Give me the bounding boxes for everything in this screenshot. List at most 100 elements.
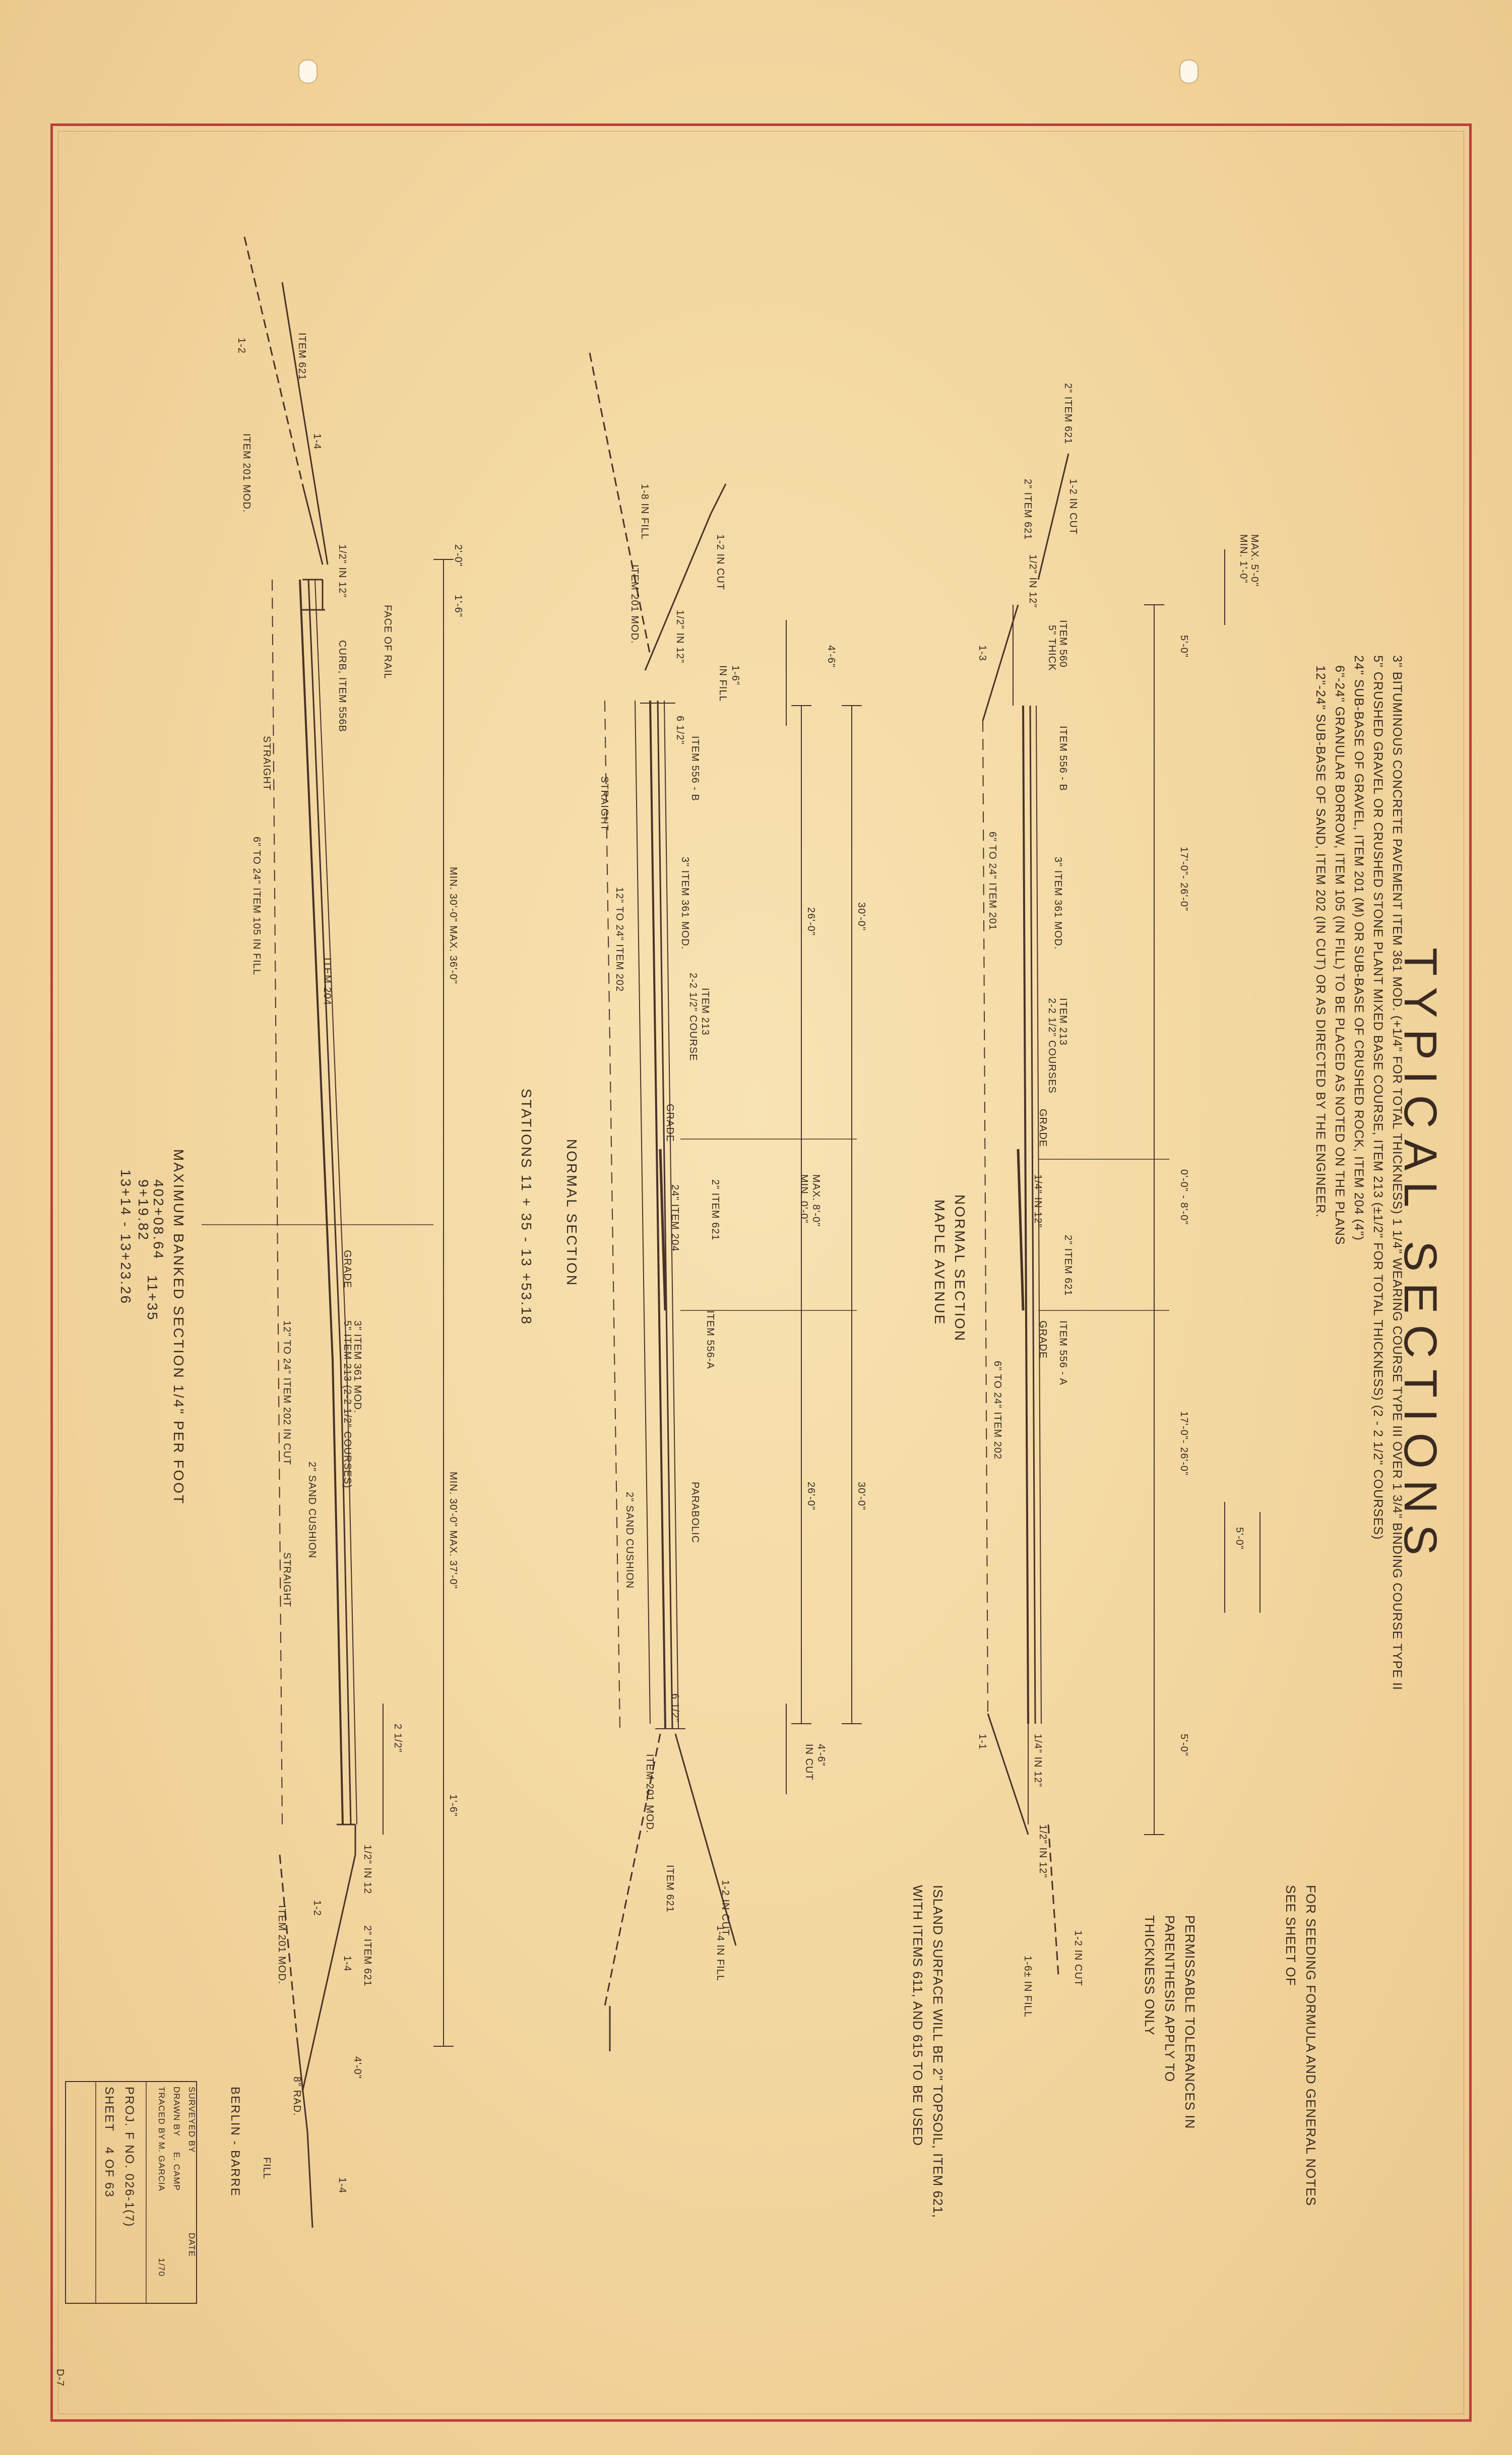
tb-traced-label: TRACED BY xyxy=(157,2087,166,2141)
tb-surveyed-label: SURVEYED BY xyxy=(187,2087,197,2153)
maple-label: ITEM 560 xyxy=(1057,620,1068,668)
maple-label: 6" TO 24" ITEM 202 xyxy=(992,1361,1003,1460)
tb-proj-label: PROJ. xyxy=(122,2087,136,2127)
tb-sheet-label: SHEET xyxy=(102,2087,116,2132)
note-seeding: SEE SHEET OF xyxy=(1283,1885,1298,1986)
banked-label: 1/2" IN 12 xyxy=(362,1845,373,1895)
stations-label: 6 1/2" xyxy=(669,1693,680,1723)
maple-label: GRADE xyxy=(1037,1109,1048,1148)
maple-label: 1-3 xyxy=(977,645,988,661)
stations-dim: MIN. 0'-0" xyxy=(798,1174,809,1224)
maple-label: 5" THICK xyxy=(1046,625,1057,671)
note-seeding: FOR SEEDING FORMULA AND GENERAL NOTES xyxy=(1303,1885,1318,2207)
banked-label: 1-4 xyxy=(342,1956,353,1972)
stations-dim: 26'-0" xyxy=(805,907,816,936)
banked-label: ITEM 621 xyxy=(296,333,307,381)
stations-caption: STATIONS 11 + 35 - 13 +53.18 xyxy=(519,1089,534,1326)
punch-hole xyxy=(1179,59,1199,84)
corner-mark: D-7 xyxy=(54,2369,66,2387)
stations-dim: 4'-6" xyxy=(815,1744,827,1767)
banked-label: ITEM 204 xyxy=(322,958,333,1005)
stations-dim: MAX. 8'-0" xyxy=(810,1174,822,1227)
stations-dim: 30'-0" xyxy=(856,1482,867,1510)
maple-label: 1-2 IN CUT xyxy=(1067,479,1079,535)
stations-label: ITEM 213 xyxy=(700,988,711,1036)
maple-dim: MIN. 1'-0" xyxy=(1238,534,1249,584)
banked-label: STRAIGHT xyxy=(281,1552,292,1608)
banked-dim: MIN. 30'-0" MAX. 37'-0" xyxy=(448,1472,459,1589)
banked-dim: 2 1/2" xyxy=(392,1724,403,1753)
banked-label: 1/2" IN 12" xyxy=(337,544,348,598)
banked-caption: 9+19.82 xyxy=(136,1179,151,1241)
maple-dim: 17'-0"- 26'-0" xyxy=(1178,1411,1189,1476)
stations-label: ITEM 621 xyxy=(664,1865,675,1913)
banked-label: 5" ITEM 213 (2-2 1/2" COURSES) xyxy=(342,1320,353,1489)
stations-label: STRAIGHT xyxy=(599,776,610,832)
banked-caption: MAXIMUM BANKED SECTION 1/4" PER FOOT xyxy=(171,1149,186,1505)
banked-label: 1-4 xyxy=(337,2177,348,2193)
maple-label: 3" ITEM 361 MOD. xyxy=(1052,857,1063,950)
stations-label: GRADE xyxy=(664,1104,675,1143)
maple-label: 2" ITEM 621 xyxy=(1062,383,1074,445)
stations-label: 2" ITEM 621 xyxy=(710,1179,721,1241)
tb-proj-value: F NO. 026-1(7) xyxy=(122,2132,136,2228)
stations-label: ITEM 201 MOD. xyxy=(644,1754,655,1834)
stations-label: 1/2" IN 12" xyxy=(674,610,685,664)
sheet-border xyxy=(50,123,1472,2422)
spec-line: 12"-24" SUB-BASE OF SAND, ITEM 202 (IN C… xyxy=(1313,665,1328,1218)
tb-sheet-value: 4 OF 63 xyxy=(102,2147,116,2198)
maple-dim: 5'-0" xyxy=(1234,1527,1245,1550)
maple-dim: 5'-0" xyxy=(1178,635,1189,658)
stations-label: 1-6" xyxy=(730,665,741,686)
stations-label: 2-2 1/2" COURSE xyxy=(687,973,699,1061)
stations-label: 1-4 IN FILL xyxy=(715,1925,726,1982)
maple-label: 1-2 IN CUT xyxy=(1073,1930,1084,1987)
spec-line: 24" SUB-BASE OF GRAVEL, ITEM 201 (M) OR … xyxy=(1352,655,1366,1241)
stations-label: 1-8 IN FILL xyxy=(639,484,650,540)
maple-label: 1-1 xyxy=(977,1734,988,1750)
banked-label: 3" ITEM 361 MOD. xyxy=(352,1320,363,1414)
sheet-border-inner xyxy=(58,131,1464,2414)
note-island: ISLAND SURFACE WILL BE 2" TOPSOIL, ITEM … xyxy=(930,1885,946,2219)
banked-label: 1-4 xyxy=(311,433,323,450)
maple-label: 2-2 1/2" COURSES xyxy=(1046,998,1057,1094)
banked-dim: 1'-6" xyxy=(453,595,464,617)
note-tolerances: THICKNESS ONLY xyxy=(1142,1915,1157,2036)
banked-label: ITEM 201 MOD. xyxy=(276,1905,287,1985)
maple-label: ITEM 556 - B xyxy=(1057,726,1068,791)
banked-label: STRAIGHT xyxy=(261,736,272,791)
stations-caption: NORMAL SECTION xyxy=(564,1139,580,1287)
stations-label: ITEM 556-A xyxy=(705,1310,716,1369)
stations-label: PARABOLIC xyxy=(689,1482,701,1543)
banked-dim: 4'-0" xyxy=(352,2056,363,2079)
maple-label: 2" ITEM 621 xyxy=(1022,479,1033,540)
tb-drawn-label: DRAWN BY xyxy=(172,2087,181,2136)
note-island: WITH ITEMS 611, AND 615 TO BE USED xyxy=(910,1885,925,2147)
banked-label: FACE OF RAIL xyxy=(382,605,393,679)
stations-label: 24" ITEM 204 xyxy=(669,1184,680,1252)
stations-dim: 4'-6" xyxy=(826,645,837,668)
banked-caption: 13+14 - 13+23.26 xyxy=(118,1169,134,1305)
banked-label: CURB, ITEM 556B xyxy=(337,640,348,732)
stations-dim: 30'-0" xyxy=(856,902,867,931)
maple-dim: 5'-0" xyxy=(1178,1734,1189,1756)
stations-label: 6 1/2" xyxy=(674,716,685,745)
note-tolerances: PARENTHESIS APPLY TO xyxy=(1162,1915,1177,2083)
banked-dim: MIN. 30'-0" MAX. 36'-0" xyxy=(448,867,459,984)
spec-line: 3" BITUMINOUS CONCRETE PAVEMENT ITEM 361… xyxy=(1390,655,1404,1690)
maple-label: ITEM 213 xyxy=(1057,998,1068,1046)
banked-label: 12" TO 24" ITEM 202 IN CUT xyxy=(281,1320,292,1466)
maple-label: 1/2" IN 12" xyxy=(1027,554,1038,608)
maple-caption: NORMAL SECTION xyxy=(952,1194,968,1342)
maple-label: 2" ITEM 621 xyxy=(1062,1235,1074,1296)
maple-label: 1-6± IN FILL xyxy=(1022,1956,1033,2018)
banked-label: GRADE xyxy=(342,1250,353,1289)
stations-label: 12" TO 24" ITEM 202 xyxy=(614,887,625,992)
maple-dim: 0'-0" - 8'-0" xyxy=(1178,1169,1189,1225)
banked-label: ITEM 201 MOD. xyxy=(241,433,252,513)
stations-dim: 26'-0" xyxy=(805,1482,816,1510)
banked-label: 1-2 xyxy=(236,338,247,354)
banked-label: 1-2 xyxy=(311,1900,323,1916)
maple-label: ITEM 556 - A xyxy=(1057,1320,1068,1386)
